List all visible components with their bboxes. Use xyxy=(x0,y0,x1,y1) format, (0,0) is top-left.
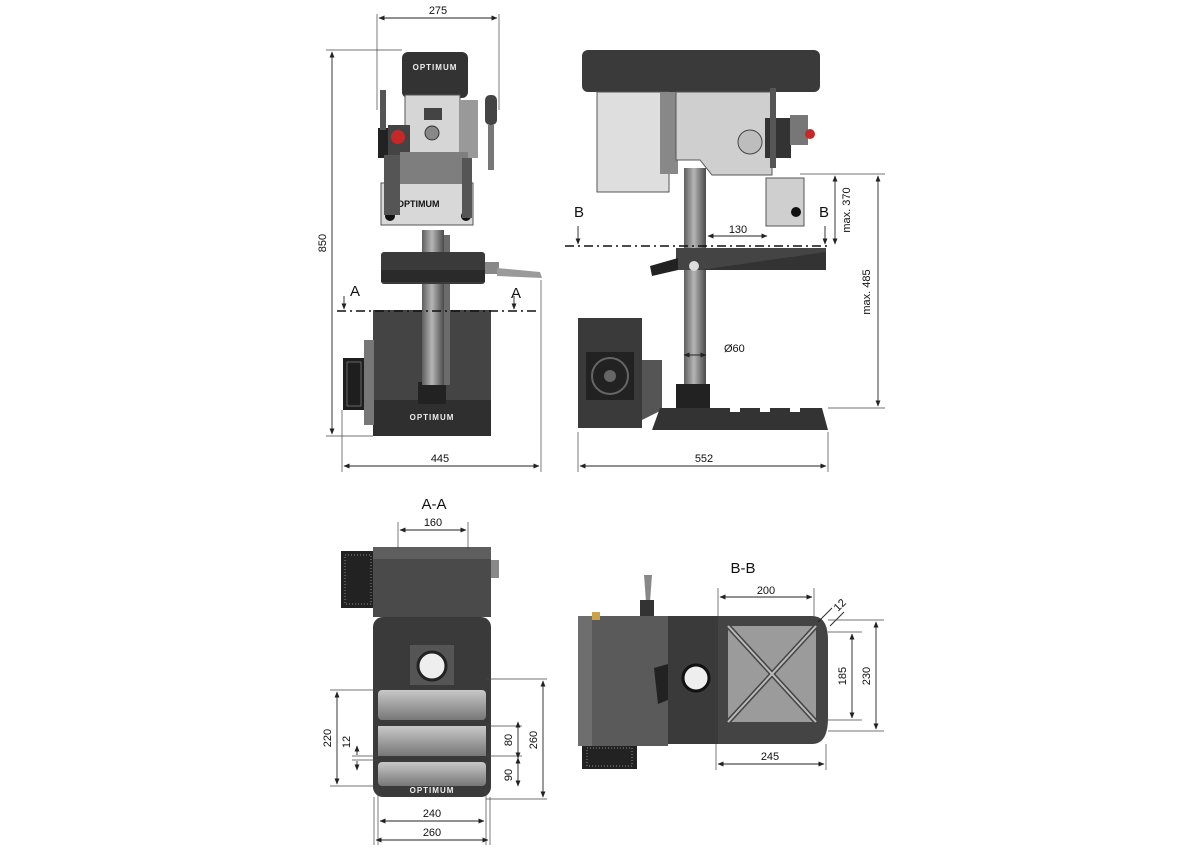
side-motor xyxy=(596,91,670,193)
bb-fan xyxy=(582,745,637,769)
svg-text:max. 485: max. 485 xyxy=(861,269,873,314)
section-bb-title: B-B xyxy=(730,560,755,577)
svg-text:445: 445 xyxy=(431,453,449,465)
front-head xyxy=(402,52,468,98)
side-dimensions: B B 130 max. 370 max. 485 Ø60 552 xyxy=(565,173,885,472)
svg-text:240: 240 xyxy=(423,808,441,820)
section-aa-dimensions: 160 220 12 80 90 260 240 260 xyxy=(322,517,547,845)
section-bb: B-B xyxy=(578,560,828,769)
svg-text:260: 260 xyxy=(528,731,540,749)
svg-text:160: 160 xyxy=(424,517,442,529)
svg-text:max. 370: max. 370 xyxy=(841,187,853,232)
svg-text:260: 260 xyxy=(423,827,441,839)
svg-text:OPTIMUM: OPTIMUM xyxy=(413,63,458,72)
svg-text:130: 130 xyxy=(729,224,747,236)
svg-text:12: 12 xyxy=(832,597,849,614)
aa-slot-2 xyxy=(378,726,486,756)
svg-text:245: 245 xyxy=(761,751,779,763)
svg-text:Ø60: Ø60 xyxy=(724,343,745,355)
svg-text:B: B xyxy=(819,204,829,221)
aa-slot-1 xyxy=(378,690,486,720)
svg-text:220: 220 xyxy=(322,729,334,747)
svg-text:850: 850 xyxy=(317,234,329,252)
front-column-foot xyxy=(418,382,446,404)
front-side-fan xyxy=(343,358,365,410)
front-base-plate xyxy=(373,400,491,436)
svg-text:185: 185 xyxy=(837,667,849,685)
side-column xyxy=(684,168,706,392)
front-dimensions: 275 850 445 A A xyxy=(317,5,542,472)
front-view: OPTIMUM OPTIMUM OPTIMUM xyxy=(343,52,542,436)
svg-text:OPTIMUM: OPTIMUM xyxy=(410,786,455,795)
svg-text:552: 552 xyxy=(695,453,713,465)
side-head-top xyxy=(582,50,820,92)
svg-text:80: 80 xyxy=(503,734,515,746)
svg-text:230: 230 xyxy=(861,667,873,685)
bb-motor-box xyxy=(578,616,668,746)
aa-slot-3 xyxy=(378,762,486,786)
svg-text:A: A xyxy=(350,283,360,300)
front-base-brand: OPTIMUM xyxy=(410,413,455,422)
side-view xyxy=(578,50,828,430)
side-base xyxy=(652,408,828,430)
svg-text:OPTIMUM: OPTIMUM xyxy=(397,199,440,209)
section-aa: A-A OPTIMUM xyxy=(341,496,499,797)
aa-fan xyxy=(341,551,375,608)
front-control-panel xyxy=(404,94,461,156)
svg-text:12: 12 xyxy=(341,736,353,748)
svg-text:200: 200 xyxy=(757,585,775,597)
svg-text:275: 275 xyxy=(429,5,447,17)
section-aa-title: A-A xyxy=(421,496,446,513)
svg-text:90: 90 xyxy=(503,769,515,781)
svg-text:A: A xyxy=(511,285,521,302)
side-chuck-guard xyxy=(765,177,805,227)
svg-text:B: B xyxy=(574,204,584,221)
